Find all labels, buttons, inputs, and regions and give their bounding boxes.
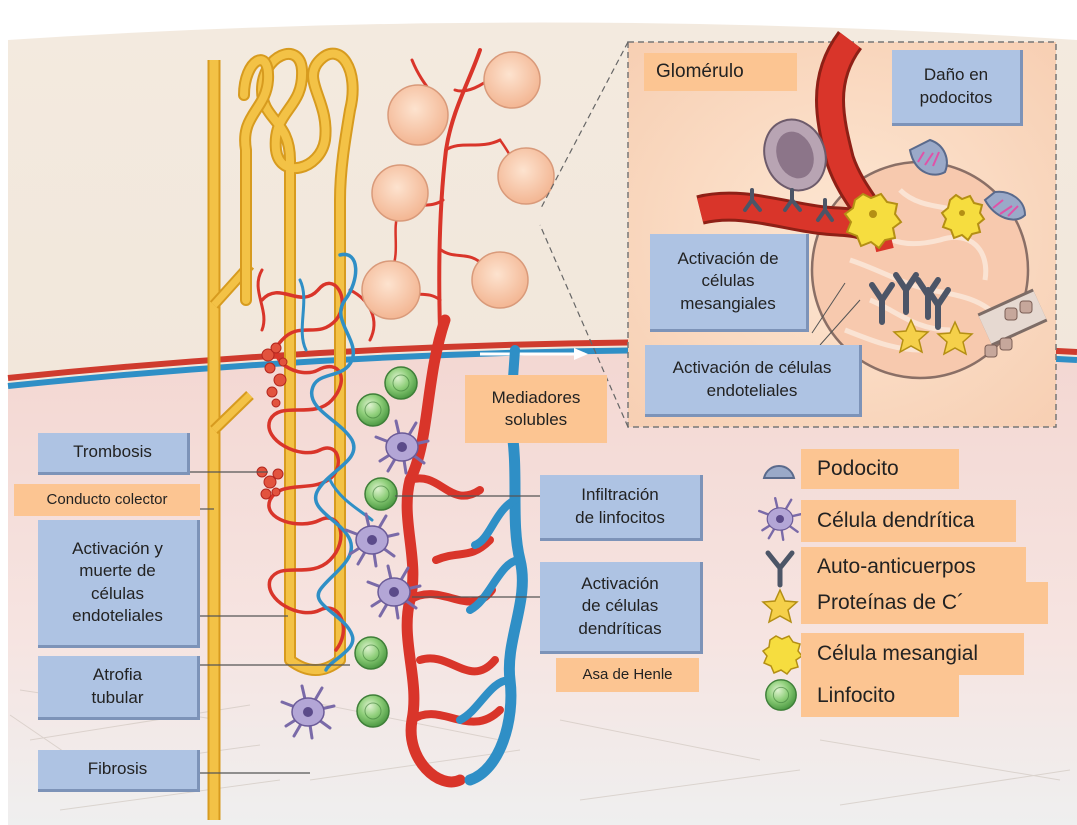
label-dano-podocitos: Daño en podocitos: [892, 50, 1023, 126]
label-conducto-colector: Conducto colector: [14, 484, 200, 516]
legend-label-linfocito: Linfocito: [801, 675, 959, 717]
legend-label-proteinas-c: Proteínas de C´: [801, 582, 1048, 624]
lymphocyte-cell: [385, 367, 417, 399]
legend-label-podocito: Podocito: [801, 449, 959, 489]
label-trombosis: Trombosis: [38, 433, 190, 475]
label-glomerulo: Glomérulo: [644, 53, 797, 91]
label-activacion-endoteliales-glom: Activación de células endoteliales: [645, 345, 862, 417]
legend-label-auto-anticuerpos: Auto-anticuerpos: [801, 547, 1026, 587]
label-activacion-muerte-endoteliales: Activación y muerte de células endotelia…: [38, 520, 200, 648]
label-infiltracion-linfocitos: Infiltración de linfocitos: [540, 475, 703, 541]
lymphocyte-cell: [357, 695, 389, 727]
legend-label-celula-mesangial: Célula mesangial: [801, 633, 1024, 675]
label-mediadores-solubles: Mediadores solubles: [465, 375, 607, 443]
lymphocyte-cell: [355, 637, 387, 669]
label-asa-de-henle: Asa de Henle: [556, 658, 699, 692]
label-fibrosis: Fibrosis: [38, 750, 200, 792]
label-activacion-dendriticas: Activación de células dendríticas: [540, 562, 703, 654]
label-activacion-mesangiales: Activación de células mesangiales: [650, 234, 809, 332]
label-atrofia-tubular: Atrofia tubular: [38, 656, 200, 720]
lymphocyte-cell: [365, 478, 397, 510]
lymphocyte-icon: [766, 680, 796, 710]
lymphocyte-cell: [357, 394, 389, 426]
legend-label-celula-dendritica: Célula dendrítica: [801, 500, 1016, 542]
